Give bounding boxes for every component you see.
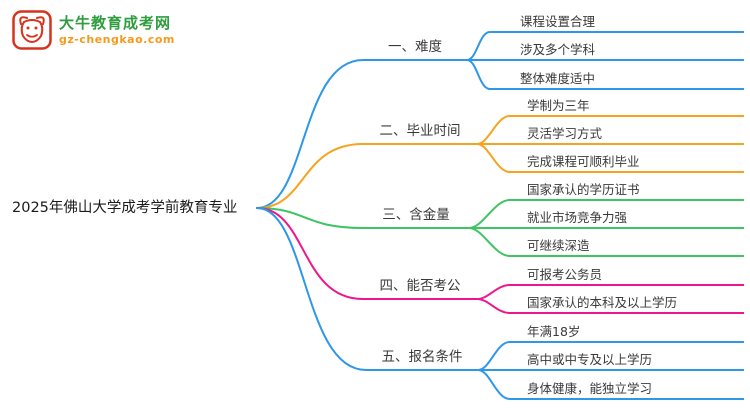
leaf-node[interactable]: 学制为三年	[510, 96, 744, 117]
leaf-node[interactable]: 可继续深造	[510, 236, 744, 257]
root-topic[interactable]: 2025年佛山大学成考学前教育专业	[12, 200, 238, 216]
leaf-node[interactable]: 国家承认的本科及以上学历	[510, 293, 744, 314]
logo-domain-text: gz-chengkao.com	[59, 32, 175, 46]
leaf-node[interactable]: 完成课程可顺利毕业	[510, 152, 744, 173]
branch-civil-service-eligibility[interactable]: 四、能否考公	[363, 276, 477, 300]
branch-difficulty[interactable]: 一、难度	[363, 37, 467, 61]
logo-brand-text: 大牛教育成考网	[59, 13, 172, 32]
branch-registration-requirements[interactable]: 五、报名条件	[366, 347, 478, 371]
leaf-node[interactable]: 涉及多个学科	[490, 40, 744, 61]
branch-graduation-time[interactable]: 二、毕业时间	[363, 121, 477, 145]
leaf-node[interactable]: 国家承认的学历证书	[510, 180, 744, 201]
site-logo[interactable]: 大牛教育成考网 gz-chengkao.com	[12, 10, 175, 50]
leaf-node[interactable]: 灵活学习方式	[510, 124, 744, 145]
leaf-node[interactable]: 课程设置合理	[490, 12, 744, 33]
leaf-node[interactable]: 就业市场竞争力强	[510, 208, 744, 229]
leaf-node[interactable]: 整体难度适中	[490, 69, 744, 90]
leaf-node[interactable]: 年满18岁	[510, 322, 744, 343]
leaf-node[interactable]: 身体健康，能独立学习	[510, 379, 744, 400]
branch-credential-value[interactable]: 三、含金量	[363, 205, 469, 229]
leaf-node[interactable]: 可报考公务员	[510, 265, 744, 286]
leaf-node[interactable]: 高中或中专及以上学历	[510, 350, 744, 371]
bull-icon	[12, 10, 52, 50]
logo-text: 大牛教育成考网 gz-chengkao.com	[59, 14, 175, 47]
